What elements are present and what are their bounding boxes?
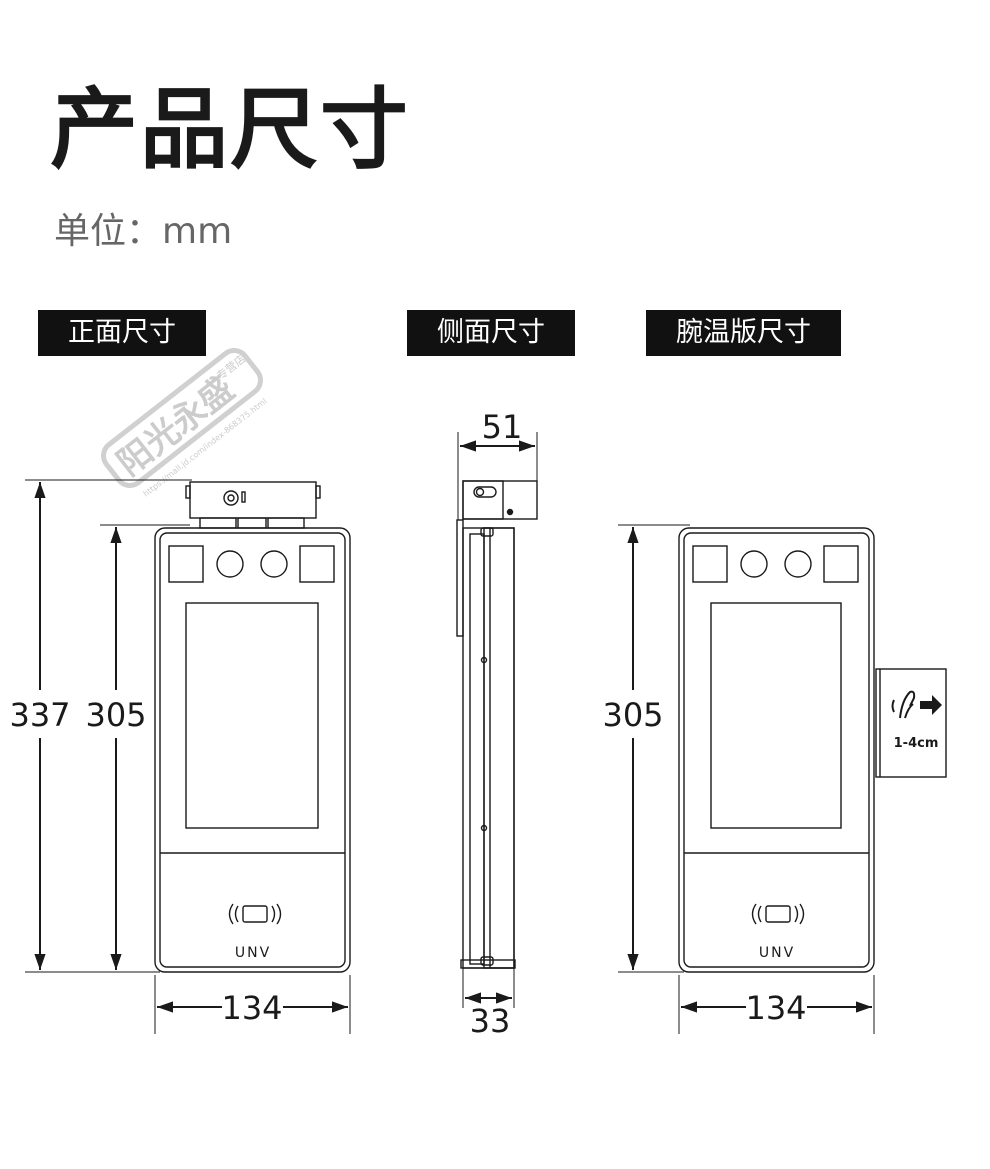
wrist-left-sensor <box>692 545 728 583</box>
wrist-view-label: 腕温版尺寸 <box>646 310 841 356</box>
front-body <box>154 527 351 973</box>
side-thermal-module <box>462 480 538 520</box>
wrist-camera-1 <box>740 550 768 578</box>
side-extension-lines <box>457 432 538 1008</box>
page-title: 产品尺寸 <box>50 78 411 181</box>
dim-front-width: 134 <box>221 989 282 1027</box>
dim-front-body-height: 305 <box>85 696 146 734</box>
wrist-screen <box>710 602 842 829</box>
front-left-sensor <box>168 545 204 583</box>
wrist-extension-lines <box>618 524 875 1034</box>
hand-wave-icon <box>891 690 916 719</box>
watermark: 阳光永盛 专营店 https://mall.jd.com/index-86837… <box>101 348 269 499</box>
unit-label: 单位：mm <box>54 211 233 252</box>
wrist-view <box>678 527 947 973</box>
dim-front-total-height: 337 <box>9 696 70 734</box>
wrist-body <box>678 527 875 973</box>
front-camera-1 <box>216 550 244 578</box>
side-view-label: 侧面尺寸 <box>407 310 575 356</box>
wrist-camera-2 <box>784 550 812 578</box>
front-extension-lines <box>25 479 351 1034</box>
dim-wrist-width: 134 <box>745 989 806 1027</box>
front-right-sensor <box>299 545 335 583</box>
side-view <box>456 480 538 969</box>
arrow-right-icon <box>920 695 942 715</box>
front-view <box>154 481 351 973</box>
dim-side-top-depth: 51 <box>482 408 523 446</box>
front-logo: UNV <box>235 945 271 961</box>
dim-wrist-body-height: 305 <box>602 696 663 734</box>
front-screen <box>185 602 319 829</box>
front-thermal-module <box>185 481 321 529</box>
wrist-right-sensor <box>823 545 859 583</box>
wrist-range-text: 1-4cm <box>894 736 939 751</box>
wrist-logo: UNV <box>759 945 795 961</box>
wrist-temperature-module <box>875 668 947 778</box>
front-nfc-icon <box>228 903 282 925</box>
front-camera-2 <box>260 550 288 578</box>
dim-side-body-depth: 33 <box>470 1002 511 1040</box>
wrist-nfc-icon <box>751 903 805 925</box>
front-view-label: 正面尺寸 <box>38 310 206 356</box>
